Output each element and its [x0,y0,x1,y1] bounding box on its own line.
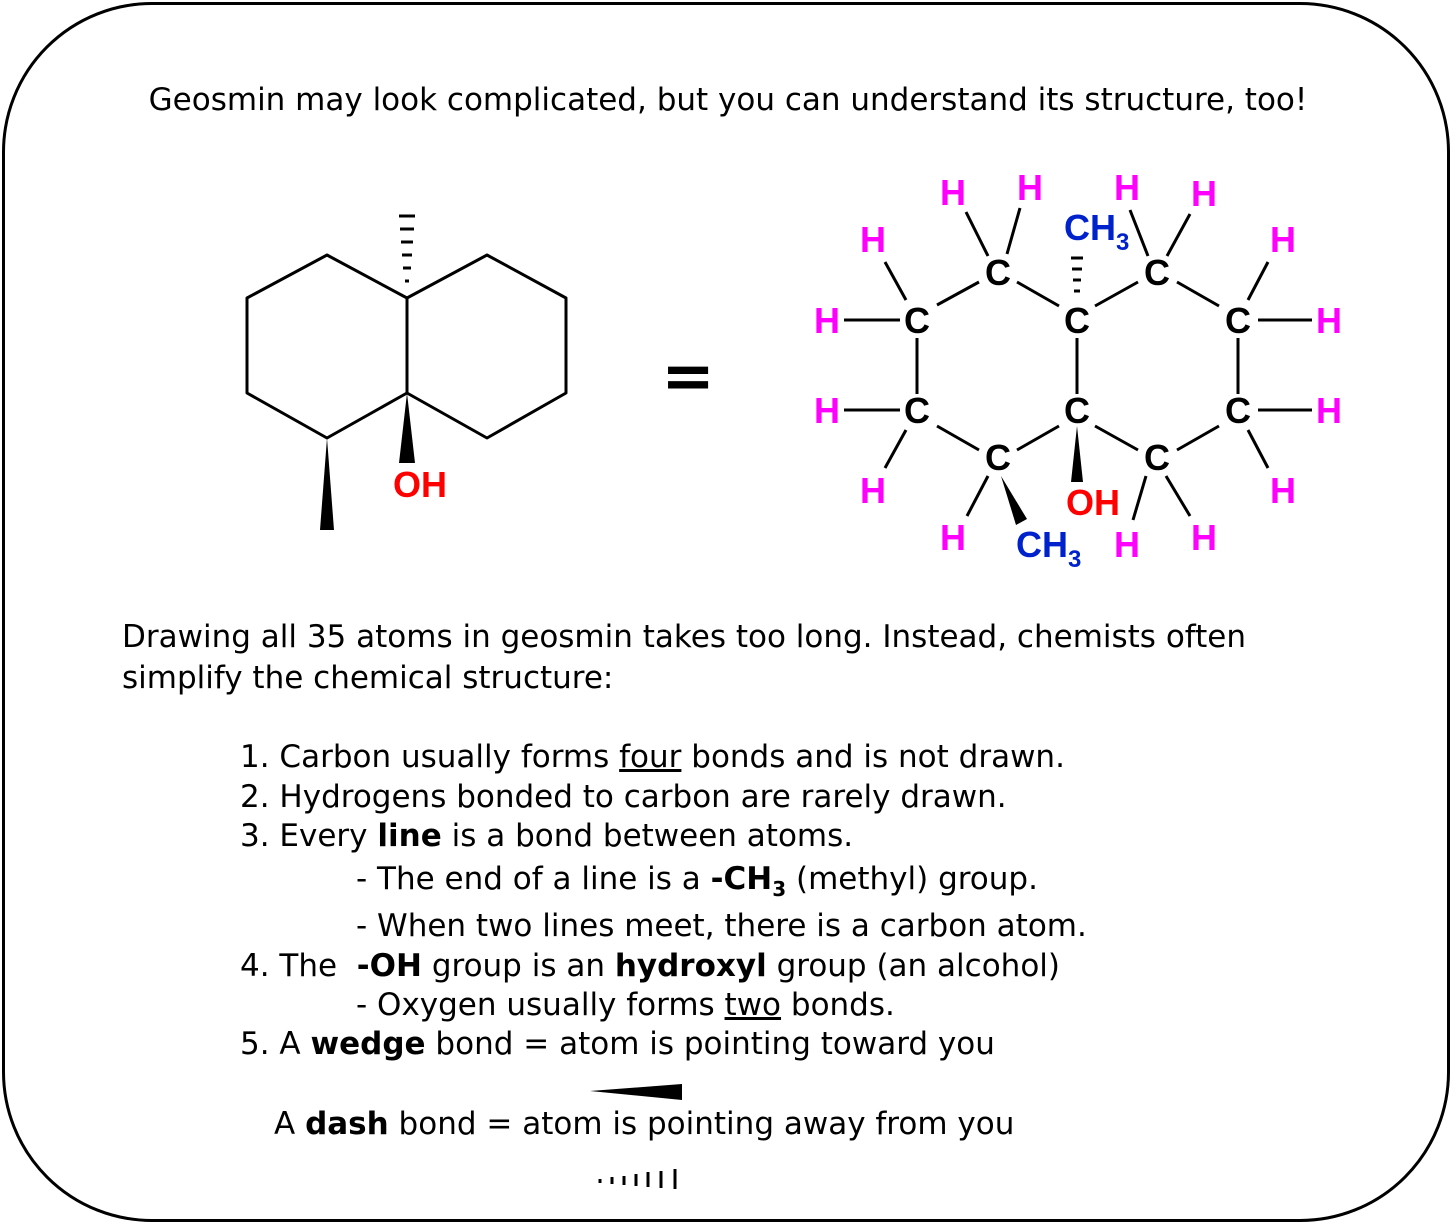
carbon-atom: C [1144,252,1170,293]
hydrogen-atom: H [1191,173,1217,214]
hydrogen-atom: H [1270,470,1296,511]
carbon-atom: C [904,300,930,341]
carbon-atom: C [1064,300,1090,341]
hydrogen-atom: H [1316,390,1342,431]
left-ring [245,253,409,440]
rule-3: 3. Every line is a bond between atoms. [240,818,854,854]
expanded-oh-label: OH [1066,482,1120,523]
expanded-dash-bond [1071,256,1083,293]
rule-5: 5. A wedge bond = atom is pointing towar… [240,1026,995,1062]
expanded-hydrogens: H H H H H H H H H H H H H H H [814,167,1342,565]
carbon-atom: C [1064,390,1090,431]
intro-line-1: Drawing all 35 atoms in geosmin takes to… [122,619,1247,655]
rule-3a: - The end of a line is a -CH3 (methyl) g… [356,861,1038,901]
hydrogen-atom: H [860,470,886,511]
rule-1: 1. Carbon usually forms four bonds and i… [240,739,1065,775]
hydrogen-atom: H [1114,167,1140,208]
hydrogen-atom: H [1316,300,1342,341]
skeletal-dash-bond [399,214,415,283]
hydrogen-atom: H [940,517,966,558]
skeletal-methyl-wedge [320,438,334,530]
carbon-atom: C [985,437,1011,478]
skeletal-oh-label: OH [393,464,447,505]
legend-wedge-icon [590,1084,682,1100]
equals-sign: = [661,340,715,414]
hydrogen-atom: H [814,390,840,431]
right-ring [406,253,568,440]
expanded-methyl-wedge [1001,476,1027,525]
legend-dash-icon [598,1169,677,1189]
expanded-bonds [844,207,1312,521]
hydrogen-atom: H [1017,167,1043,208]
carbon-atom: C [1144,437,1170,478]
hydrogen-atom: H [1270,219,1296,260]
rule-2: 2. Hydrogens bonded to carbon are rarely… [240,779,1007,815]
carbon-atom: C [1225,300,1251,341]
hydrogen-atom: H [860,219,886,260]
hydrogen-atom: H [940,172,966,213]
rule-4a: - Oxygen usually forms two bonds. [356,987,895,1023]
hydrogen-atom: H [1114,524,1140,565]
hydrogen-atom: H [1191,517,1217,558]
expanded-carbons: C C C C C C C C C C [904,252,1251,478]
bottom-methyl-group: CH3 [1016,524,1081,573]
expanded-oh-wedge [1071,426,1083,482]
rule-6: A dash bond = atom is pointing away from… [274,1106,1015,1142]
top-methyl-group: CH3 [1064,207,1129,256]
headline: Geosmin may look complicated, but you ca… [148,82,1308,118]
carbon-atom: C [985,252,1011,293]
carbon-atom: C [1225,390,1251,431]
rule-3b: - When two lines meet, there is a carbon… [356,908,1087,944]
carbon-atom: C [904,390,930,431]
skeletal-oh-wedge [399,393,415,463]
intro-line-2: simplify the chemical structure: [122,660,614,696]
hydrogen-atom: H [814,300,840,341]
rule-4: 4. The -OH group is an hydroxyl group (a… [240,948,1060,984]
